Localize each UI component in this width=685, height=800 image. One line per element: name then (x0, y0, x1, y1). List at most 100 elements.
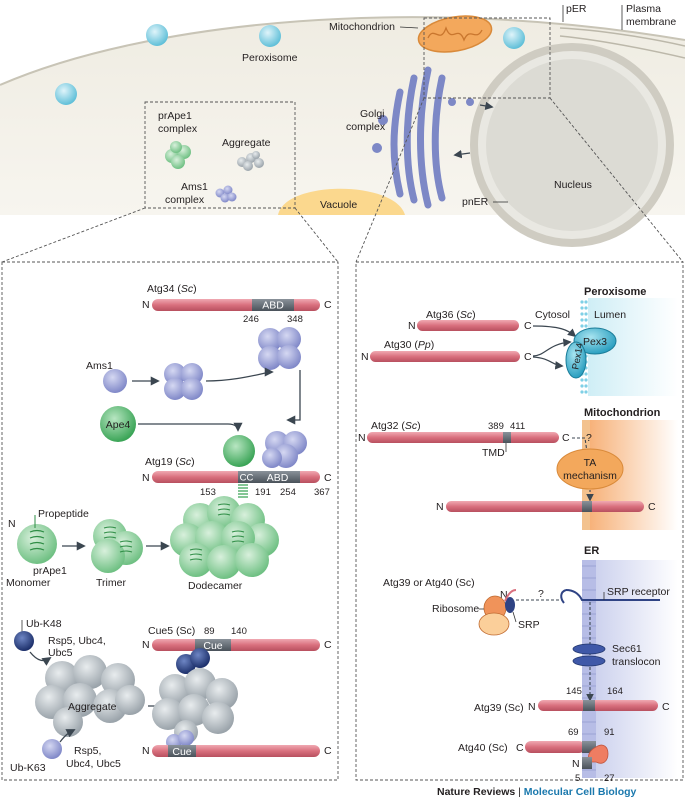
atg19-label: Atg19 ( (145, 456, 179, 468)
atg32-inserted-block: N C (436, 501, 656, 513)
atg32b-tmd-domain (582, 501, 592, 512)
aggregate-small (237, 151, 264, 171)
label-cytosol: Cytosol (535, 309, 570, 321)
label-prape1-2: complex (158, 123, 198, 135)
ribosome-n: N (500, 589, 508, 601)
cue5-cue-label: Cue (203, 640, 222, 652)
atg19-254: 254 (280, 487, 296, 498)
label-pex14: Pex14 (570, 342, 586, 370)
label-peroxisome: Peroxisome (242, 52, 298, 64)
atg39-protein-bar (538, 700, 658, 711)
atg32b-n: N (436, 501, 444, 513)
atg40-n: N (572, 758, 580, 770)
atg39-label: Atg39 (Sc) (474, 702, 524, 714)
atg40-69: 69 (568, 727, 579, 738)
ams1-tetramer-mid (164, 363, 203, 400)
atg34-species: Sc (181, 283, 194, 295)
pex14-protein (565, 341, 587, 379)
cue5-cue-domain (195, 639, 231, 651)
label-srp-receptor: SRP receptor (607, 586, 670, 598)
atg19-153: 153 (200, 487, 216, 498)
atg40-luminal-loop (588, 744, 609, 764)
cue5-bottom-block: N Cue C (142, 745, 332, 758)
atg19-n: N (142, 472, 150, 484)
label-nucleus: Nucleus (554, 179, 592, 191)
svg-text:Atg19 (Sc): Atg19 (Sc) (145, 456, 195, 468)
atg36-species: Sc (460, 309, 473, 321)
label-ribosome: Ribosome (432, 603, 479, 615)
atg32-protein-bar (367, 432, 559, 443)
atg30-protein-bar (370, 351, 520, 362)
svg-text:Atg34 (Sc): Atg34 (Sc) (147, 283, 197, 295)
label-vacuole: Vacuole (320, 199, 357, 211)
label-tmd: TMD (482, 447, 505, 459)
label-pex3: Pex3 (583, 336, 607, 348)
atg30-close: ) (431, 339, 435, 351)
prape1-trimer (91, 519, 143, 573)
atg30-label: Atg30 ( (384, 339, 418, 351)
atg34-close: ) (193, 283, 197, 295)
atg36-close: ) (472, 309, 476, 321)
label-mitochondrion: Mitochondrion (329, 21, 395, 33)
label-er-section: ER (584, 545, 599, 557)
atg39-164: 164 (607, 686, 623, 697)
cue5-89: 89 (204, 626, 215, 637)
footer-journal: Molecular Cell Biology (524, 786, 637, 798)
atg34-abd-label: ABD (262, 300, 284, 312)
prape1-dodecamer (170, 496, 279, 579)
atg34-348: 348 (287, 314, 303, 325)
prape1-monomer (17, 515, 57, 564)
label-plasma-membrane-1: Plasma (626, 3, 661, 15)
atg19-cc-domain (238, 471, 255, 483)
membrane-inset-box (423, 17, 551, 99)
cytoplasm-inset-box (144, 101, 296, 209)
ape4-protein (100, 406, 136, 442)
aggregate-bound (152, 668, 238, 744)
prape1-complex (165, 141, 191, 169)
label-aggregate: Aggregate (222, 137, 271, 149)
atg19-191: 191 (255, 487, 271, 498)
label-rsp5-c: Rsp5, (74, 745, 101, 757)
atg34-246: 246 (243, 314, 259, 325)
atg36-protein-bar (417, 320, 519, 331)
label-n-propeptide: N (8, 518, 16, 530)
label-monomer: Monomer (6, 577, 51, 589)
atg39-n: N (528, 701, 536, 713)
peroxisome-organelle (259, 25, 281, 47)
ubiquitin-k63 (42, 739, 62, 759)
atg34-label: Atg34 ( (147, 283, 181, 295)
atg30-n: N (361, 351, 369, 363)
atg36-n: N (408, 320, 416, 332)
atg34-block: Atg34 (Sc) N ABD C 246 348 (142, 283, 332, 325)
label-ta-2: mechanism (563, 470, 617, 482)
er-lumen-bg (596, 560, 678, 778)
label-pner: pnER (462, 196, 489, 208)
svg-text:Atg32 (Sc): Atg32 (Sc) (371, 420, 421, 432)
atg39-145: 145 (566, 686, 582, 697)
cue5-n: N (142, 639, 150, 651)
atg19-abd-domain (255, 471, 300, 483)
ubiquitin-k48 (14, 631, 34, 651)
atg32-species: Sc (405, 420, 418, 432)
atg30-c: C (524, 351, 532, 363)
atg32b-protein-bar (446, 501, 644, 512)
footer-nature-reviews: Nature Reviews (437, 786, 515, 798)
ape4-bound (223, 435, 255, 467)
peroxisome-organelle (146, 24, 168, 46)
er-membrane (582, 560, 596, 778)
atg39-tmd-domain (583, 700, 595, 711)
peroxisome-organelle (503, 27, 525, 49)
atg32-n: N (358, 432, 366, 444)
plasma-membrane (0, 16, 685, 86)
cell-overview: Mitochondrion Peroxisome pER Plasma memb… (0, 0, 685, 247)
ta-mechanism (556, 448, 624, 490)
atg39-block: Atg39 (Sc) 145 164 N C (474, 686, 670, 714)
vacuole (278, 188, 405, 215)
atg40-27: 27 (604, 773, 615, 784)
atg36-c: C (524, 320, 532, 332)
atg32-389: 389 (488, 421, 504, 432)
atg19-cc-label: CC (240, 473, 254, 484)
atg32-tmd-domain (503, 432, 511, 443)
label-atg39-or-atg40: Atg39 or Atg40 (Sc) (383, 577, 475, 589)
